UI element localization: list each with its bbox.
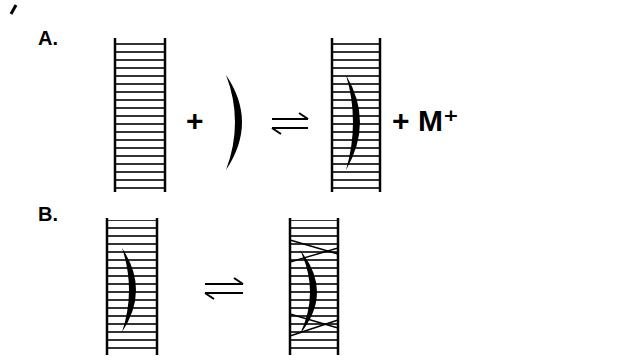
plus-sign: + xyxy=(392,106,410,136)
equilibrium-arrow xyxy=(205,278,243,299)
dna-ladder xyxy=(115,38,165,192)
dna-ladder-complex xyxy=(332,38,380,192)
stray-mark xyxy=(11,5,16,14)
plus-sign: + xyxy=(186,106,204,136)
equilibrium-arrow xyxy=(272,113,308,134)
dna-ladder-distorted xyxy=(290,218,338,355)
panel-letter: A. xyxy=(38,28,58,48)
panel-letter: B. xyxy=(38,204,58,224)
dna-ladder-complex xyxy=(107,218,157,355)
ion-label: M⁺ xyxy=(418,106,459,136)
ligand-crescent xyxy=(226,75,242,170)
